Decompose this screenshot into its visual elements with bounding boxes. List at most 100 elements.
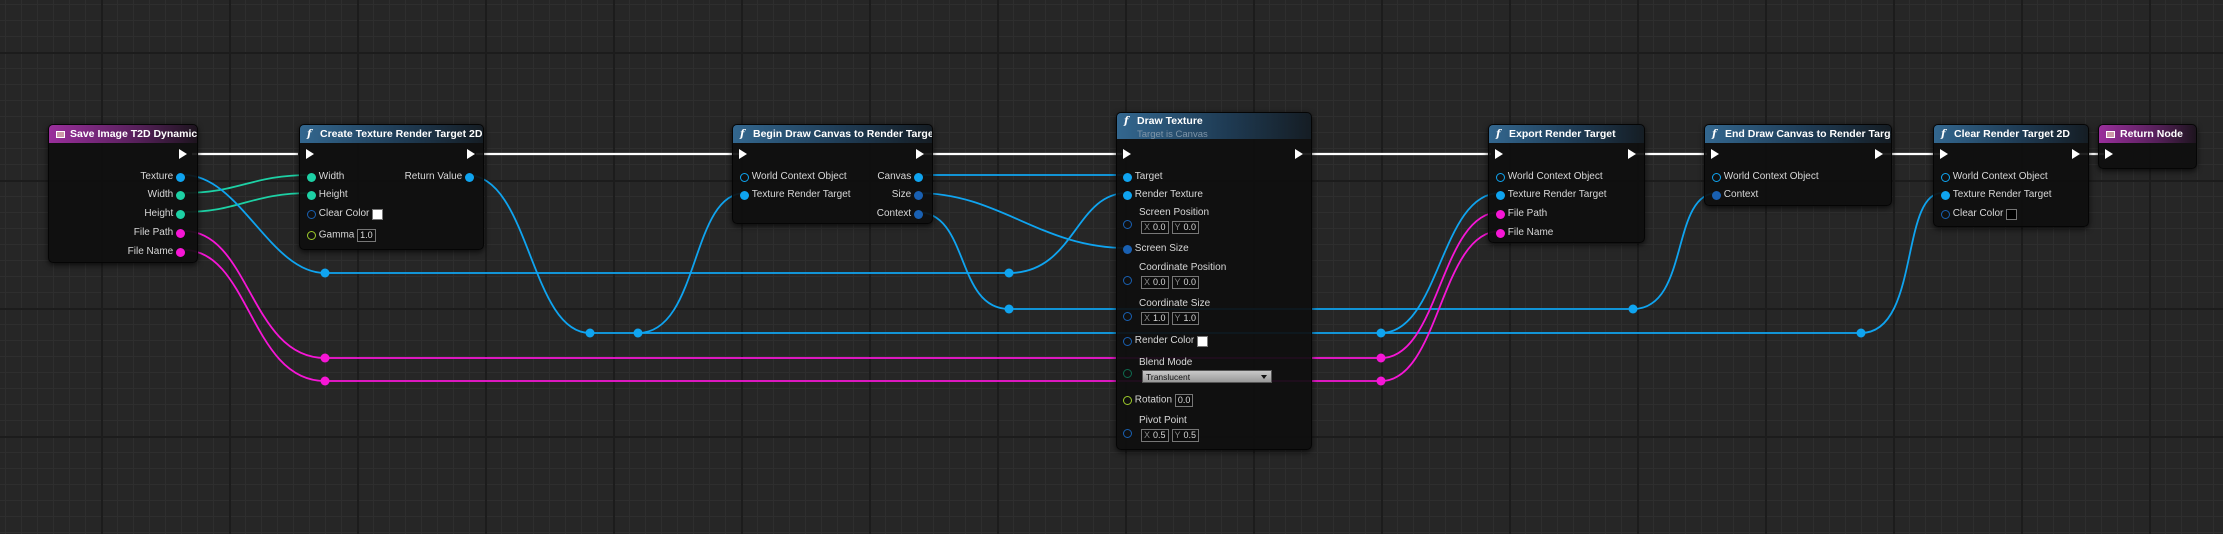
- exec-input-pin[interactable]: [739, 149, 747, 161]
- pin-file-path[interactable]: File Path: [1496, 208, 1547, 221]
- coordinate-position-label: Coordinate Position: [1139, 262, 1227, 273]
- node-title: Clear Render Target 2D: [1954, 128, 2070, 140]
- pin-file-name[interactable]: File Name: [128, 246, 185, 259]
- pin-render-texture[interactable]: Render Texture: [1123, 189, 1203, 202]
- node-title: End Draw Canvas to Render Target: [1725, 128, 1891, 140]
- node-end-draw-canvas[interactable]: f End Draw Canvas to Render Target World …: [1704, 124, 1892, 206]
- pin-clear-color[interactable]: Clear Color: [1941, 208, 2018, 221]
- pin-rotation[interactable]: Rotation 0.0: [1123, 394, 1194, 407]
- event-icon: [56, 130, 65, 138]
- exec-output-pin[interactable]: [179, 149, 187, 161]
- pin-target[interactable]: Target: [1123, 171, 1163, 184]
- pin-texture-render-target[interactable]: Texture Render Target: [1496, 189, 1607, 202]
- pin-world-context-object[interactable]: World Context Object: [1496, 171, 1603, 184]
- function-icon: f: [1941, 128, 1946, 140]
- pin-file-name[interactable]: File Name: [1496, 227, 1553, 240]
- node-title: Export Render Target: [1509, 128, 1616, 140]
- exec-input-pin[interactable]: [306, 149, 314, 161]
- exec-output-pin[interactable]: [467, 149, 475, 161]
- pin-height[interactable]: Height: [307, 189, 348, 202]
- node-title: Save Image T2D Dynamic: [70, 128, 197, 140]
- node-subtitle: Target is Canvas: [1137, 129, 1208, 139]
- exec-input-pin[interactable]: [1495, 149, 1503, 161]
- pin-height[interactable]: Height: [144, 208, 185, 221]
- pin-screen-size[interactable]: Screen Size: [1123, 243, 1189, 256]
- node-save-image-t2d-dynamic[interactable]: Save Image T2D Dynamic Texture Width Hei…: [48, 124, 198, 263]
- node-return-node[interactable]: Return Node: [2098, 124, 2197, 169]
- reroute-knots[interactable]: [320, 268, 1866, 386]
- node-header[interactable]: Save Image T2D Dynamic: [49, 125, 197, 143]
- exec-output-pin[interactable]: [916, 149, 924, 161]
- pin-size[interactable]: Size: [892, 189, 923, 202]
- pin-context[interactable]: Context: [877, 208, 923, 221]
- exec-input-pin[interactable]: [1940, 149, 1948, 161]
- pin-clear-color[interactable]: Clear Color: [307, 208, 384, 221]
- function-icon: f: [1124, 115, 1129, 127]
- clear-color-swatch[interactable]: [2006, 208, 2018, 220]
- node-header[interactable]: Return Node: [2099, 125, 2196, 143]
- rotation-input[interactable]: 0.0: [1174, 394, 1194, 407]
- exec-output-pin[interactable]: [1295, 149, 1303, 161]
- node-header[interactable]: f Begin Draw Canvas to Render Target: [733, 125, 932, 143]
- node-begin-draw-canvas[interactable]: f Begin Draw Canvas to Render Target Worl…: [732, 124, 933, 224]
- node-title: Begin Draw Canvas to Render Target: [753, 128, 932, 140]
- function-icon: f: [307, 128, 312, 140]
- pin-gamma[interactable]: Gamma 1.0: [307, 229, 376, 242]
- exec-output-pin[interactable]: [2072, 149, 2080, 161]
- pin-coordinate-position[interactable]: [1123, 262, 1132, 285]
- pin-world-context-object[interactable]: World Context Object: [1712, 171, 1819, 184]
- pin-world-context-object[interactable]: World Context Object: [1941, 171, 2048, 184]
- exec-input-pin[interactable]: [2105, 149, 2113, 161]
- node-header[interactable]: f Clear Render Target 2D: [1934, 125, 2088, 143]
- function-icon: f: [740, 128, 745, 140]
- integer-wires: [183, 174, 312, 213]
- gamma-input[interactable]: 1.0: [357, 229, 376, 242]
- exec-input-pin[interactable]: [1711, 149, 1719, 161]
- pin-return-value[interactable]: Return Value: [405, 171, 474, 184]
- pin-screen-position[interactable]: [1123, 208, 1132, 229]
- node-title: Return Node: [2120, 128, 2183, 140]
- pin-file-path[interactable]: File Path: [134, 227, 185, 240]
- exec-input-pin[interactable]: [1123, 149, 1131, 161]
- pin-pivot-point[interactable]: [1123, 415, 1132, 438]
- node-clear-render-target-2d[interactable]: f Clear Render Target 2D World Context Ob…: [1933, 124, 2089, 227]
- clear-color-swatch[interactable]: [372, 208, 384, 220]
- pin-width[interactable]: Width: [148, 189, 185, 202]
- node-header[interactable]: f End Draw Canvas to Render Target: [1705, 125, 1891, 143]
- pin-context[interactable]: Context: [1712, 189, 1758, 202]
- pin-texture-render-target[interactable]: Texture Render Target: [1941, 189, 2052, 202]
- exec-output-pin[interactable]: [1628, 149, 1636, 161]
- pin-width[interactable]: Width: [307, 171, 344, 184]
- pin-coordinate-size[interactable]: [1123, 298, 1132, 321]
- pin-texture[interactable]: Texture: [140, 171, 185, 184]
- pin-blend-mode[interactable]: [1123, 357, 1132, 378]
- node-title: Draw Texture: [1137, 115, 1203, 127]
- exec-output-pin[interactable]: [1875, 149, 1883, 161]
- blend-mode-dropdown[interactable]: Translucent: [1142, 370, 1272, 384]
- render-color-swatch[interactable]: [1197, 335, 1209, 347]
- function-icon: f: [1712, 128, 1717, 140]
- pin-canvas[interactable]: Canvas: [877, 171, 923, 184]
- chevron-down-icon: [1261, 375, 1267, 379]
- pin-world-context-object[interactable]: World Context Object: [740, 171, 847, 184]
- pin-render-color[interactable]: Render Color: [1123, 335, 1209, 348]
- blend-mode-label: Blend Mode: [1139, 357, 1193, 368]
- pin-texture-render-target[interactable]: Texture Render Target: [740, 189, 851, 202]
